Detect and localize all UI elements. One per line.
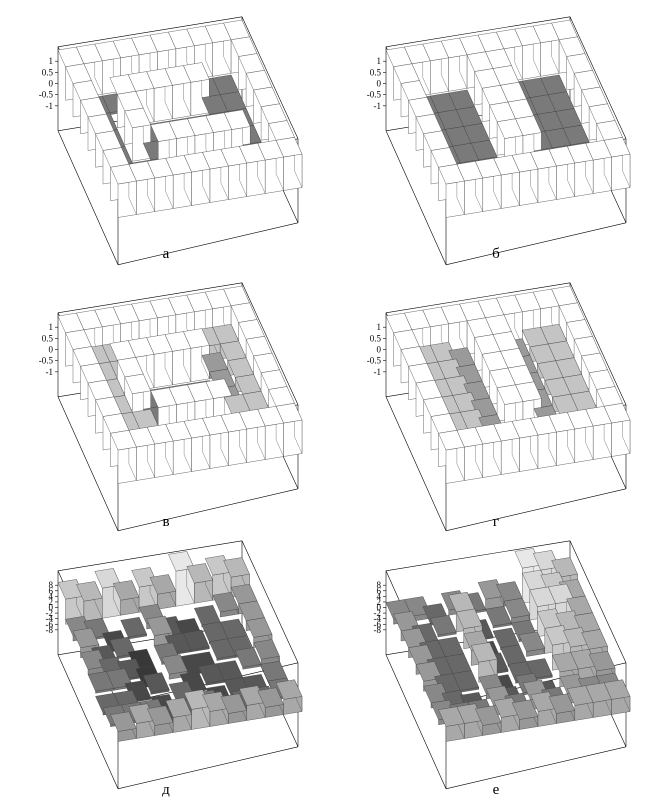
panel-caption: б [492,246,500,262]
z-tick-label: -0.5 [39,356,54,366]
z-tick-label: 2 [377,597,382,607]
bar-top [603,403,631,424]
bar-top [245,617,273,638]
bar-top [183,328,210,349]
bar-top [253,639,280,660]
panel-3: 10.5 0-0.5-1 [39,282,303,532]
z-tick-label: 2 [49,597,54,607]
panel-caption: е [493,782,500,798]
bar-top [603,679,631,700]
z-tick-label: -8 [374,625,382,635]
bar-top [275,679,303,700]
bar-top [161,654,188,675]
panel-1: 10.5 0-0.5-1 [39,16,303,266]
bar-top [183,62,210,83]
z-tick-label: 4 [49,591,54,601]
z-tick-label: -1 [374,101,382,111]
bar-top [120,617,147,638]
panel-2: 10.5 0-0.5-1 [367,16,631,266]
z-tick-label: 0.5 [370,67,382,77]
bar-top [275,403,303,424]
bars [57,285,303,484]
z-tick-label: -8 [46,625,54,635]
z-tick-label: 1 [49,56,54,66]
bar-top [470,642,498,663]
bar-top [205,378,233,399]
z-tick-label: 0 [49,345,54,355]
bars [385,548,631,742]
z-tick-label: 4 [377,591,382,601]
z-tick-label: -2 [46,608,54,618]
bar-top [515,115,542,136]
z-tick-label: -2 [374,608,382,618]
bars [385,285,631,484]
bars [57,551,303,742]
z-tick-label: 1 [377,56,382,66]
z-tick-label: -0.5 [367,356,382,366]
z-tick-label: -1 [46,367,54,377]
bar-top [275,137,303,158]
z-tick-label: -4 [46,614,54,624]
bar-top [238,600,265,621]
z-tick-label: -1 [46,101,54,111]
bar-top [603,137,631,158]
z-tick-label: 6 [49,586,54,596]
bar-top [194,605,221,626]
z-tick-label: 0.5 [42,67,54,77]
z-tick-label: -0.5 [367,90,382,100]
bar-top [455,608,483,629]
panel-caption: в [162,514,169,530]
z-tick-label: 0 [377,79,382,89]
bars [385,19,631,218]
z-tick-label: 1 [49,322,54,332]
z-tick-label: 0 [49,79,54,89]
z-tick-label: -1 [374,367,382,377]
bars [57,19,303,218]
z-tick-label: 0.5 [370,333,382,343]
bar-top [452,670,479,691]
bar-top [146,615,173,636]
bar-top [223,557,250,578]
bar-top [515,381,542,402]
z-tick-label: -0.5 [39,90,54,100]
z-tick-label: -4 [374,614,382,624]
bar-top [581,629,608,650]
bar-top [183,629,210,651]
bar-top [72,627,100,648]
bar-top [142,672,170,693]
z-tick-label: 8 [377,580,382,590]
z-tick-label: -6 [46,619,54,629]
panel-caption: д [162,782,170,798]
z-tick-label: 1 [377,322,382,332]
panel-4: 10.5 0-0.5-1 [367,282,631,532]
panel-caption: а [163,246,170,262]
z-tick-label: 0 [49,603,54,613]
z-tick-label: 8 [49,580,54,590]
z-tick-label: 6 [377,586,382,596]
z-tick-label: 0 [377,345,382,355]
z-tick-label: 0.5 [42,333,54,343]
bar-top [260,661,288,682]
z-tick-label: 0 [377,603,382,613]
bar-top [588,651,616,672]
panel-caption: г [493,514,499,530]
bar-top [224,109,251,130]
z-tick-label: -6 [374,619,382,629]
